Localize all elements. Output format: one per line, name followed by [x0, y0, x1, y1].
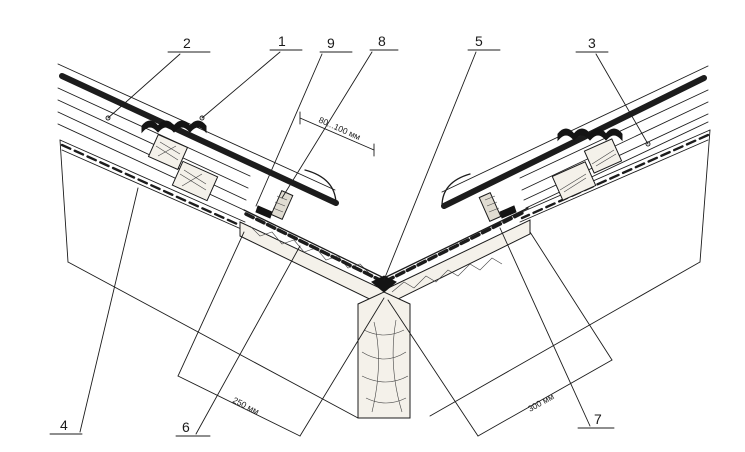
label-9: 9 — [327, 35, 335, 51]
label-6: 6 — [182, 419, 190, 435]
label-2: 2 — [183, 35, 191, 51]
left-roof-slope — [57, 63, 359, 419]
label-1: 1 — [278, 33, 286, 49]
label-7: 7 — [594, 411, 602, 427]
label-4: 4 — [60, 417, 68, 433]
label-5: 5 — [475, 33, 483, 49]
right-roof-slope — [429, 65, 711, 417]
label-3: 3 — [588, 35, 596, 51]
label-numbers: 2 1 9 8 5 3 4 6 7 — [60, 33, 602, 435]
label-8: 8 — [378, 33, 386, 49]
dimension-left-width: 250 мм — [231, 395, 261, 417]
dimension-right-width: 300 мм — [526, 391, 556, 414]
leader-lines — [49, 49, 649, 437]
valley-assembly — [239, 190, 531, 419]
dimension-lines — [177, 111, 613, 437]
